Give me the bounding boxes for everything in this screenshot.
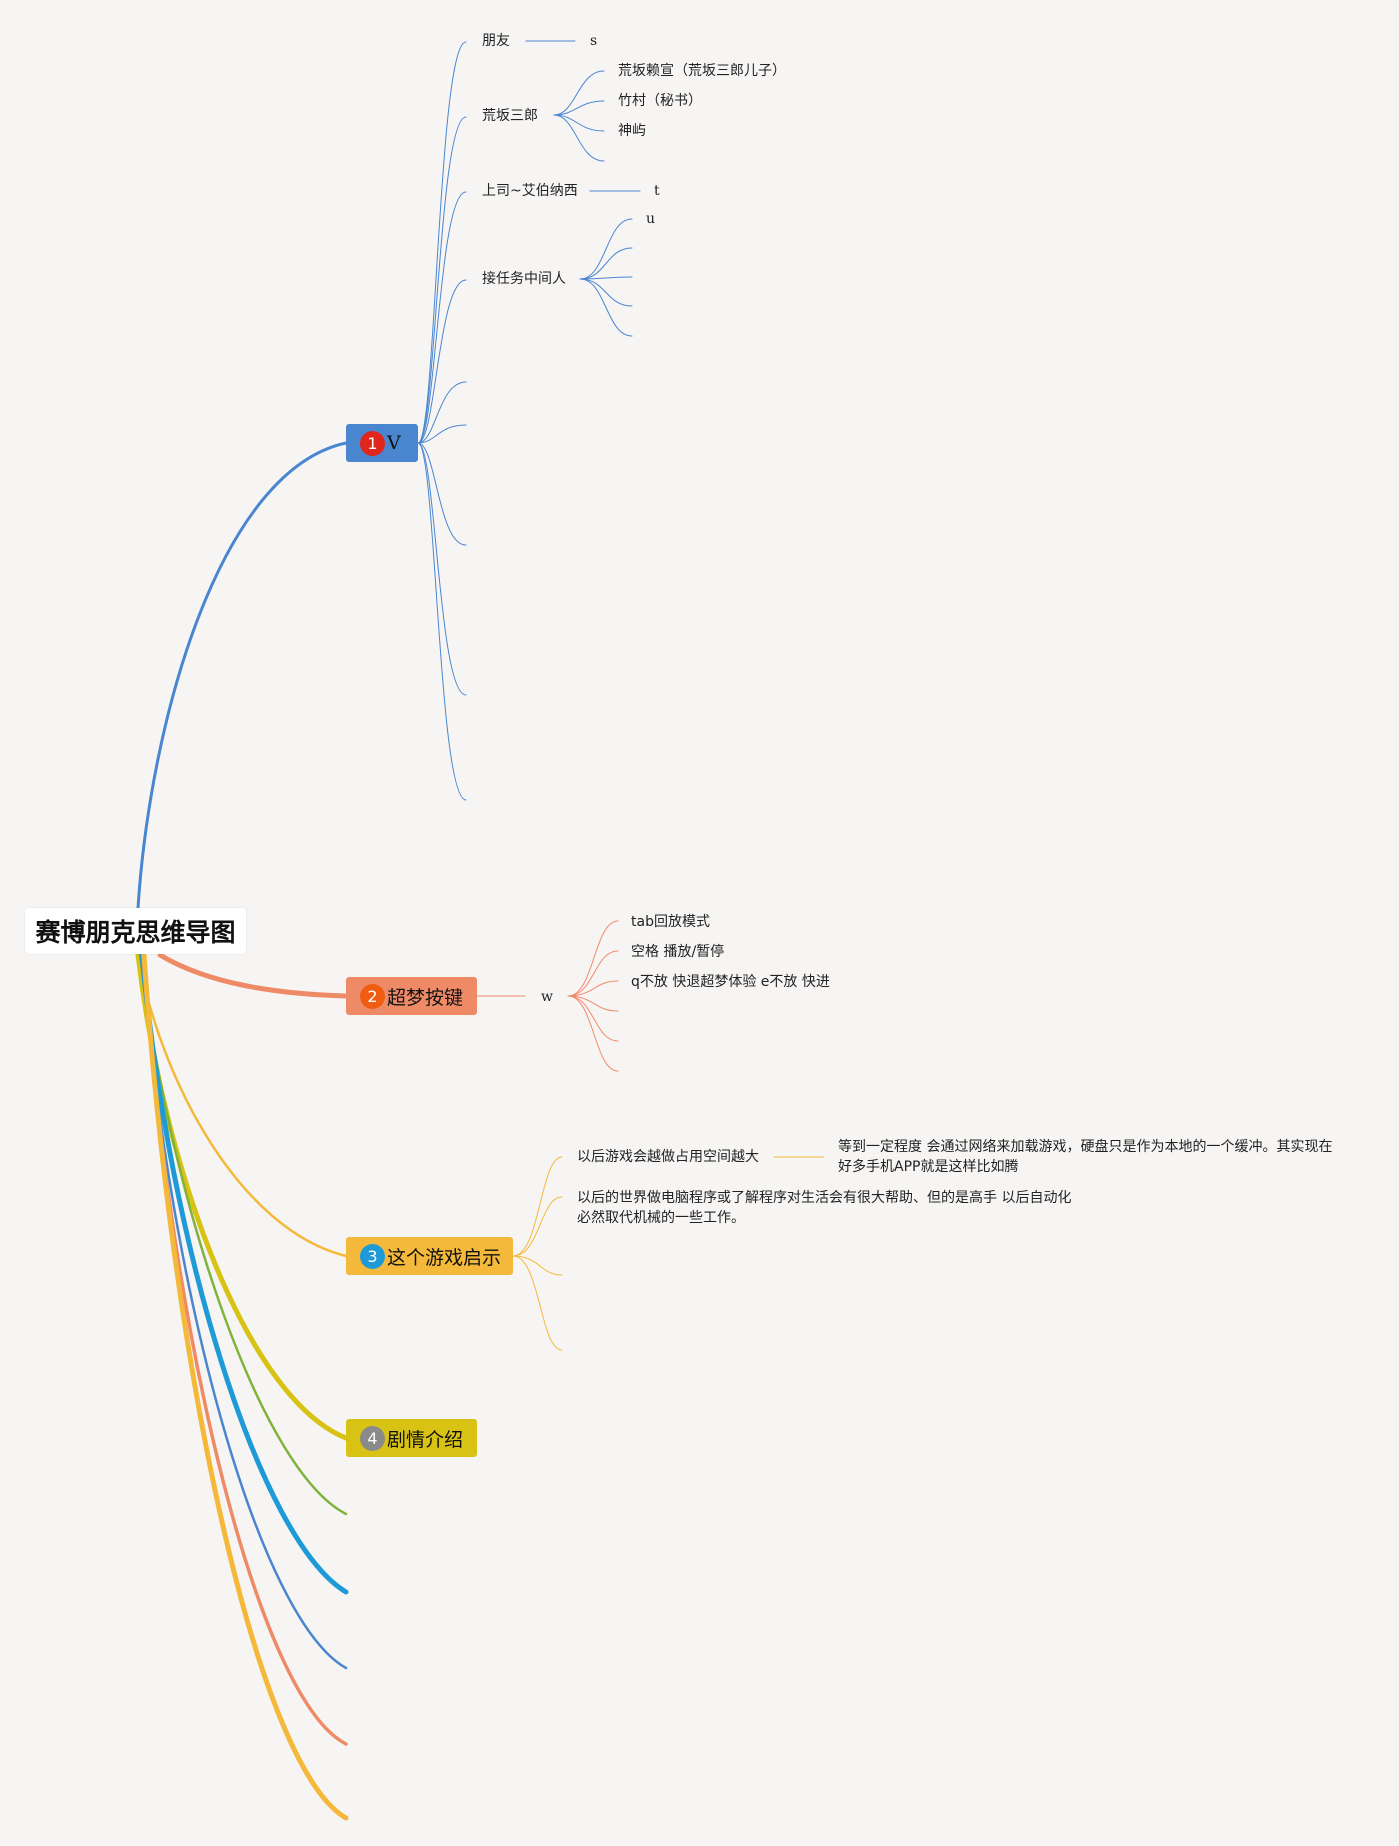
connector-v-child [417, 279, 467, 444]
connector-v-child [417, 191, 467, 444]
branch-game-insight[interactable]: 3 这个游戏启示 [346, 1237, 513, 1275]
connector-arasaka-child [553, 114, 605, 162]
node-arasaka-son[interactable]: 荒坂赖宣（荒坂三郎儿子） [618, 63, 786, 79]
connector-root-v [136, 441, 348, 910]
connector-dream-item [567, 995, 619, 1012]
node-arasaka[interactable]: 荒坂三郎 [482, 108, 538, 124]
connector-v-child [417, 442, 467, 546]
connector-arasaka-child [553, 114, 605, 132]
connector-dream-item [567, 950, 619, 997]
connector-arasaka-child [553, 100, 605, 116]
root-title: 赛博朋克思维导图 [35, 918, 236, 947]
branch-label: 这个游戏启示 [387, 1246, 502, 1269]
connector-insight-item [512, 1196, 563, 1257]
branch-story-intro[interactable]: 4 剧情介绍 [346, 1419, 477, 1457]
node-dream-item[interactable]: tab回放模式 [631, 914, 710, 930]
branch-number-badge: 2 [360, 983, 385, 1009]
node-friend-leaf[interactable]: s [590, 33, 598, 49]
connector-v-child [417, 381, 467, 444]
connector-dream-item [567, 995, 619, 1042]
connector-fixer-child [579, 218, 633, 280]
branch-dream-keys[interactable]: 2 超梦按键 [346, 977, 477, 1015]
connector-v-child [417, 442, 467, 696]
node-insight-2[interactable]: 以后的世界做电脑程序或了解程序对生活会有很大帮助、但的是高手 以后自动化必然取代… [577, 1190, 1072, 1226]
node-dream-item[interactable]: q不放 快退超梦体验 e不放 快进 [631, 974, 830, 990]
node-takemura[interactable]: 竹村（秘书） [618, 93, 702, 109]
connector-fixer-child [579, 278, 633, 337]
root-node[interactable]: 赛博朋克思维导图 [25, 908, 246, 954]
node-friend[interactable]: 朋友 [482, 33, 510, 49]
connector-v-child [417, 116, 467, 444]
connector-insight-item [512, 1156, 563, 1257]
node-dream-item[interactable]: 空格 播放/暂停 [631, 944, 725, 960]
node-fixer[interactable]: 接任务中间人 [482, 271, 566, 287]
connector-dream-item [567, 995, 619, 1072]
branch-number-badge: 4 [360, 1425, 385, 1451]
connector-v-child [417, 442, 467, 801]
connector-root-extra [139, 952, 349, 1595]
connector-fixer-child [579, 278, 633, 307]
branch-number-badge: 1 [360, 430, 385, 456]
connector-fixer-child [579, 276, 633, 280]
connector-insight-item [512, 1255, 563, 1351]
connector-root-dream [157, 952, 349, 999]
node-dream-key[interactable]: w [541, 989, 553, 1005]
branch-v[interactable]: 1 V [346, 424, 418, 462]
branch-number-badge: 3 [360, 1243, 385, 1269]
connector-root-extra [141, 952, 349, 1821]
node-insight-1-note[interactable]: 等到一定程度 会通过网络来加载游戏，硬盘只是作为本地的一个缓冲。其实现在好多手机… [838, 1139, 1333, 1175]
connector-v-child [417, 424, 467, 444]
connector-fixer-child [579, 247, 633, 280]
branch-label: V [387, 432, 401, 454]
connector-dream-item [567, 920, 619, 997]
branch-label: 剧情介绍 [387, 1428, 464, 1451]
node-shenyu[interactable]: 神屿 [618, 123, 646, 139]
connector-dream-item [567, 980, 619, 997]
node-fixer-leaf[interactable]: u [646, 211, 656, 227]
connector-arasaka-child [553, 70, 605, 116]
connector-insight-item [512, 1255, 563, 1276]
connector-v-child [417, 41, 467, 444]
node-boss[interactable]: 上司~艾伯纳西 [482, 183, 578, 199]
node-insight-1[interactable]: 以后游戏会越做占用空间越大 [577, 1149, 759, 1165]
branch-label: 超梦按键 [387, 986, 464, 1009]
node-boss-leaf[interactable]: t [654, 183, 660, 199]
